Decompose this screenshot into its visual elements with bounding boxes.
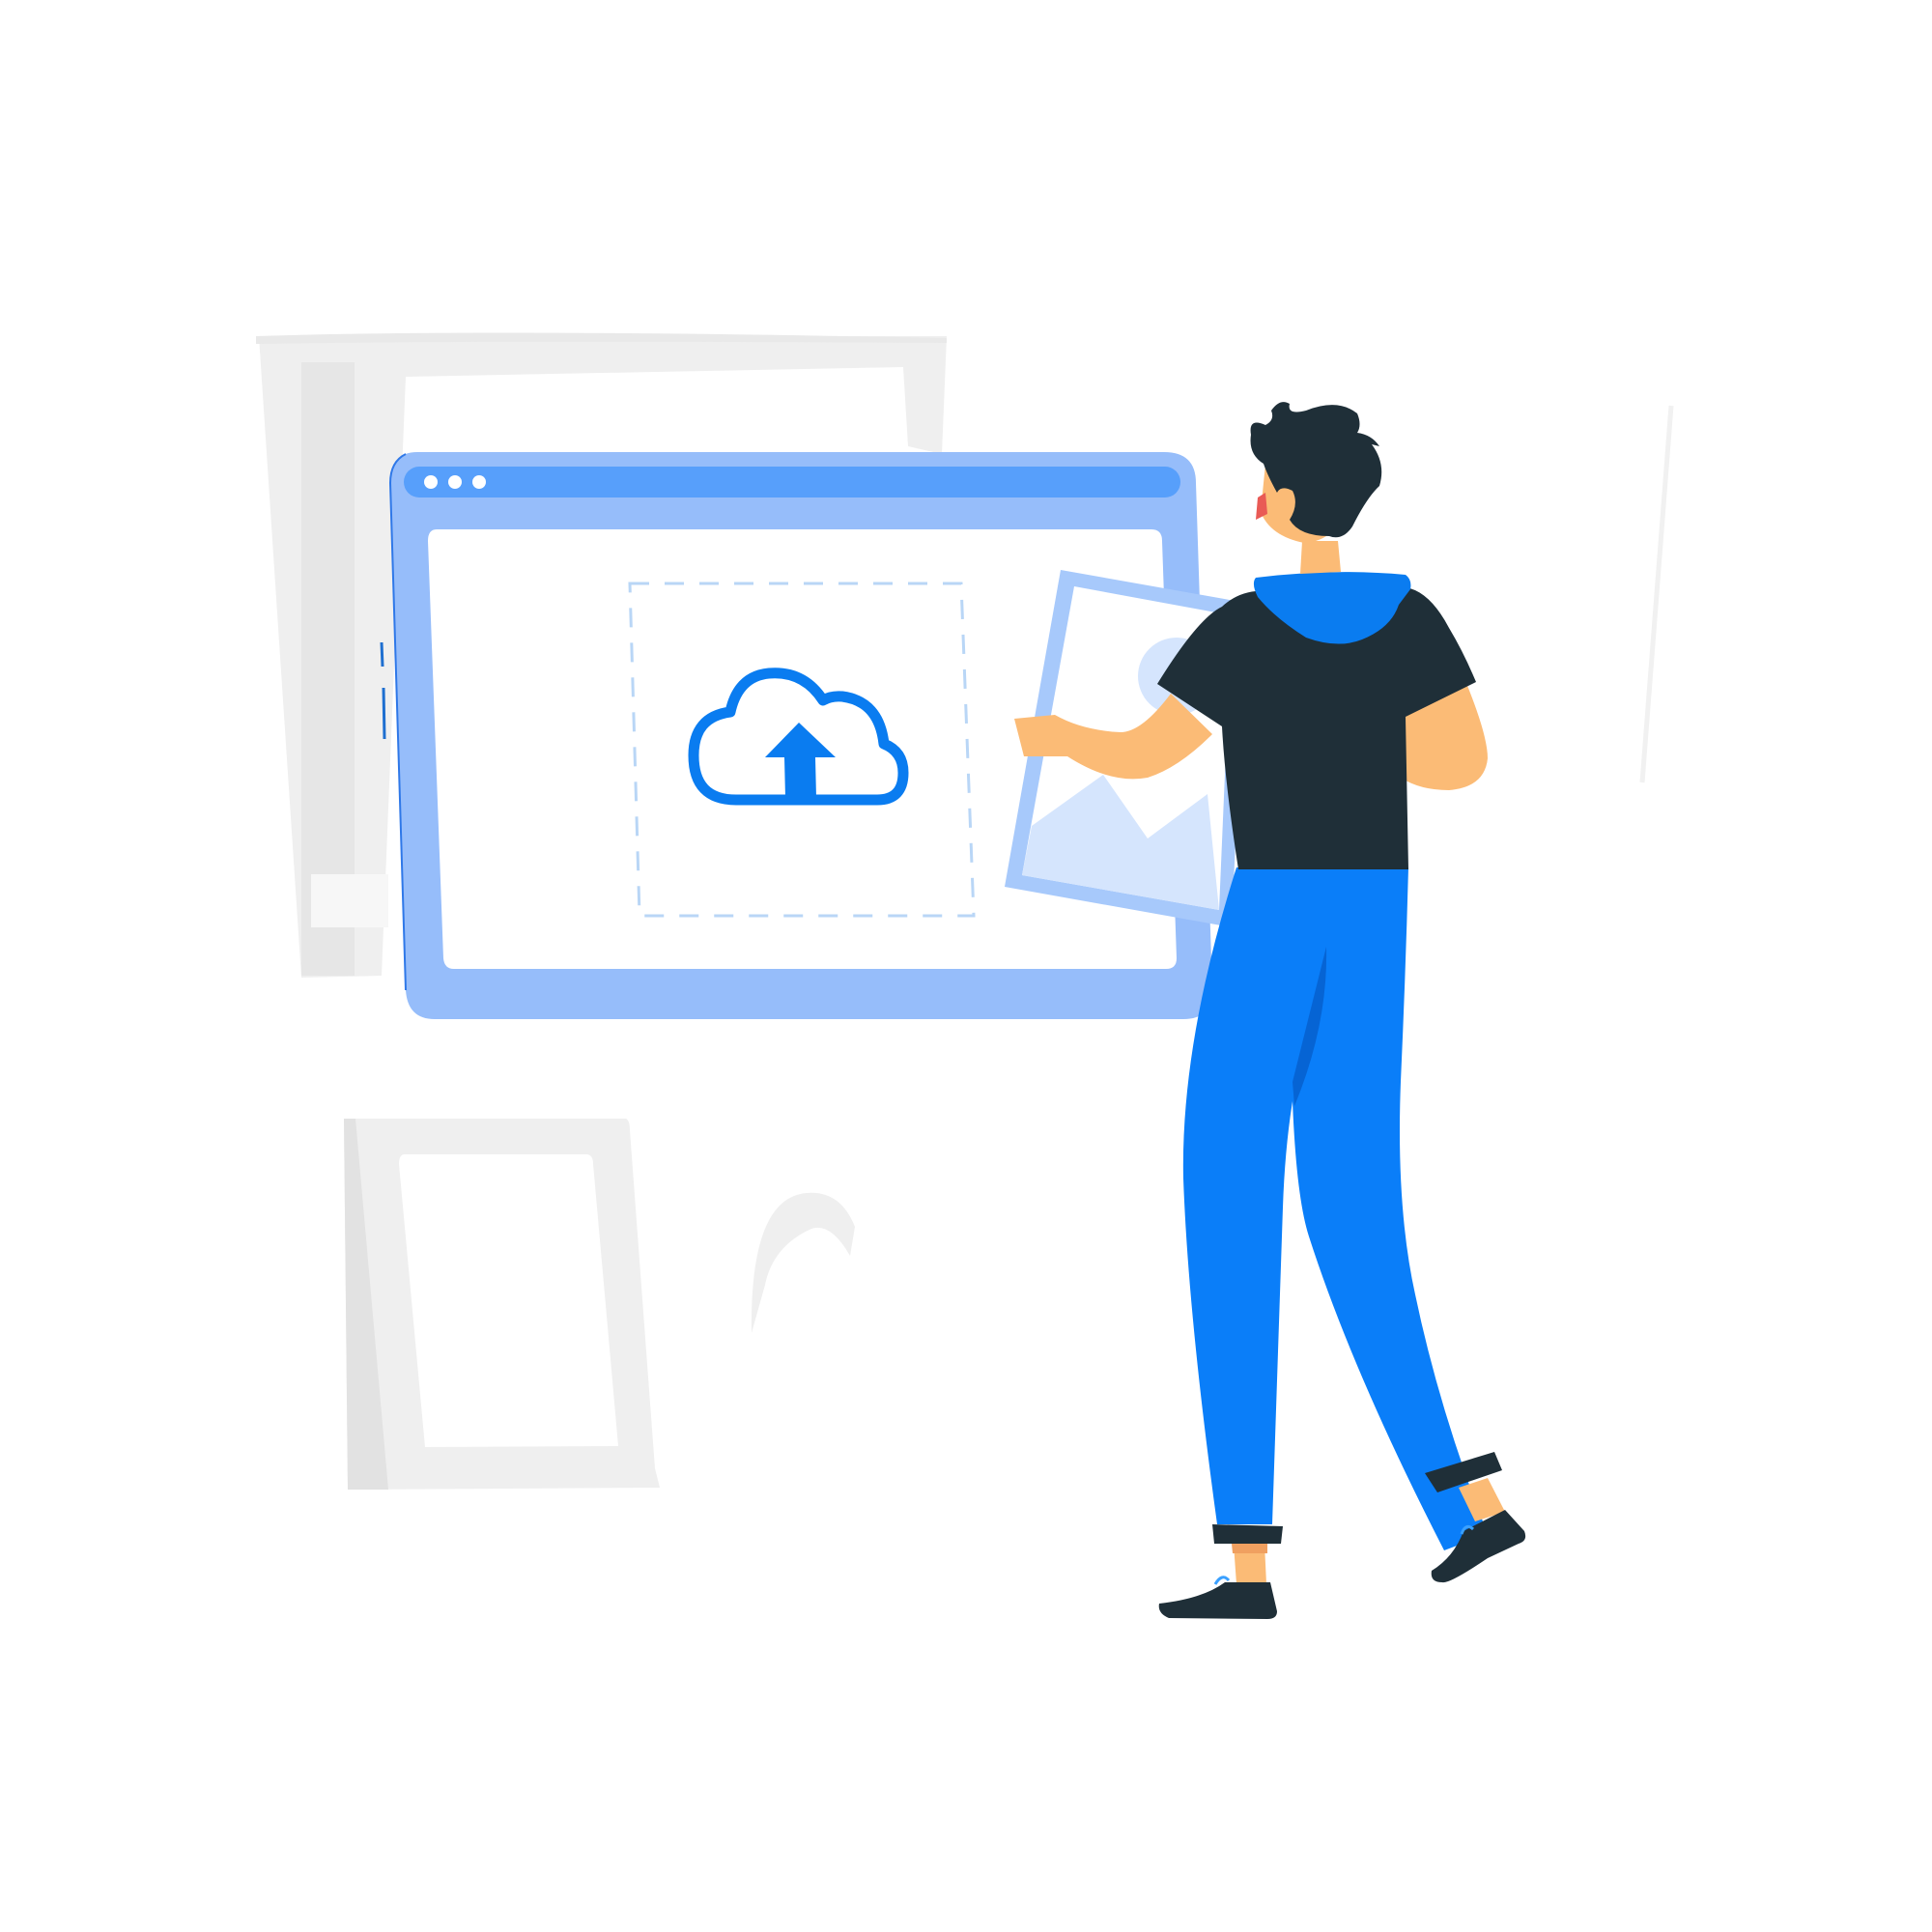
ghost-lower-frame-inner xyxy=(399,1154,618,1447)
ghost-top-smudge xyxy=(256,332,947,344)
person-right-laces xyxy=(1460,1524,1474,1535)
cloud-outline xyxy=(688,668,909,806)
ghost-window-light xyxy=(311,874,388,927)
background-ghost-shapes xyxy=(256,332,1674,1490)
window-frame-outline xyxy=(388,453,407,991)
ghost-right-line xyxy=(1639,405,1674,783)
ghost-left-tick xyxy=(380,641,384,668)
dropzone-dashed-outline[interactable] xyxy=(628,582,976,918)
person-left-laces xyxy=(1213,1576,1231,1585)
person-lips xyxy=(1256,493,1267,520)
upload-arrow xyxy=(765,723,836,798)
person-left-cuff-shade xyxy=(1232,1544,1267,1553)
image-icon-mountain xyxy=(1022,775,1219,910)
person-right-ankle xyxy=(1459,1478,1505,1521)
ghost-window-strip xyxy=(301,362,355,976)
person-pants-shade xyxy=(1293,947,1327,1106)
ghost-lower-frame-edge xyxy=(344,1119,388,1490)
person-shirt xyxy=(1157,587,1476,869)
person-left-cuff xyxy=(1212,1524,1283,1544)
person-hair xyxy=(1250,402,1382,538)
person-right-cuff xyxy=(1425,1452,1502,1492)
person-left-arm xyxy=(1014,694,1212,780)
person-left-shoe xyxy=(1158,1582,1277,1619)
person-left-ankle xyxy=(1234,1544,1266,1584)
person-neck xyxy=(1300,541,1341,574)
window-titlebar xyxy=(404,467,1180,497)
window-dot-icon[interactable] xyxy=(424,475,438,489)
ghost-blob xyxy=(751,1192,855,1333)
person-pants xyxy=(1182,867,1488,1550)
person-right-shoe xyxy=(1431,1510,1526,1583)
person-hood xyxy=(1253,572,1411,644)
person-figure xyxy=(1014,402,1526,1619)
window-dot-icon[interactable] xyxy=(472,475,486,489)
cloud-upload-icon[interactable] xyxy=(688,668,909,806)
window-dot-icon[interactable] xyxy=(448,475,462,489)
